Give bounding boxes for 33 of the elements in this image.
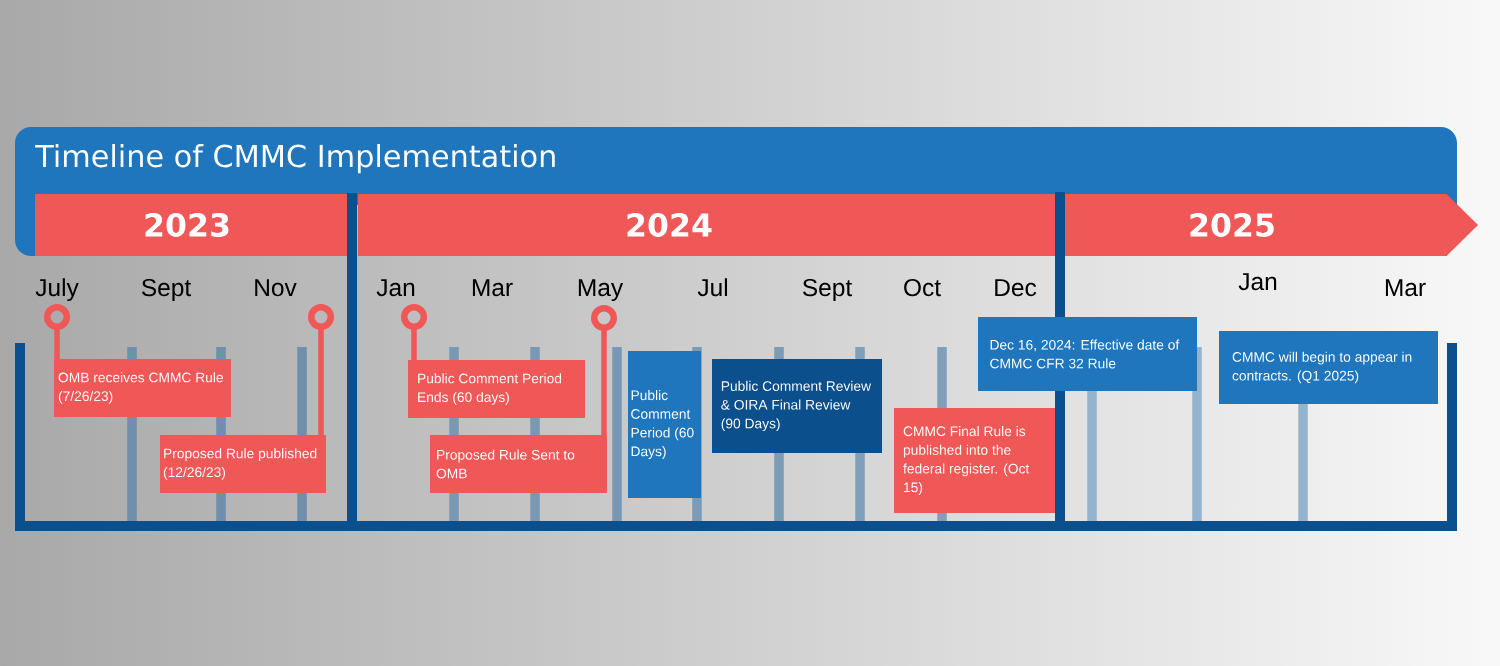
event-box: Proposed Rule published (12/26/23) bbox=[160, 435, 326, 493]
circle-marker bbox=[591, 305, 617, 331]
event-box: Dec 16, 2024: Effective date of CMMC CFR 32 Rule bbox=[978, 317, 1197, 391]
leader-line bbox=[601, 327, 607, 435]
month-label: Nov bbox=[255, 279, 297, 297]
event-box: Public Comment Review & OIRA Final Review (90 Days) bbox=[712, 359, 882, 453]
month-label: Jan bbox=[1238, 273, 1277, 291]
event-box: CMMC Final Rule is published into the federal register. (Oct 15) bbox=[894, 408, 1055, 513]
circle-marker bbox=[44, 304, 70, 330]
event-box: Proposed Rule Sent to OMB bbox=[430, 435, 607, 493]
month-label: Jan bbox=[376, 279, 415, 297]
month-label: July bbox=[35, 278, 79, 302]
month-label: Dec bbox=[995, 279, 1037, 297]
month-label: Sept bbox=[802, 278, 852, 302]
year-banner: 2024 bbox=[358, 194, 1055, 256]
event-box: OMB receives CMMC Rule (7/26/23) bbox=[54, 359, 231, 417]
month-label: May bbox=[578, 279, 624, 302]
leader-line bbox=[411, 326, 417, 360]
leader-line bbox=[54, 326, 60, 359]
event-box: Public Comment Period (60 Days) bbox=[628, 351, 701, 498]
month-label: Jul bbox=[697, 278, 727, 297]
event-box: Public Comment Period Ends (60 days) bbox=[408, 360, 585, 418]
month-label: Oct bbox=[904, 278, 941, 297]
circle-marker bbox=[401, 304, 427, 330]
title: Timeline of CMMC Implementation bbox=[35, 143, 555, 174]
event-box: CMMC will begin to appear in contracts. (Q1 2025) bbox=[1219, 331, 1438, 404]
leader-line bbox=[318, 326, 324, 435]
month-label: Mar bbox=[472, 279, 513, 297]
year-banner: 2025 bbox=[1065, 194, 1478, 256]
month-label: Sept bbox=[141, 278, 192, 302]
year-banner: 2023 bbox=[35, 194, 347, 256]
circle-marker bbox=[308, 304, 334, 330]
month-label: Mar bbox=[1385, 279, 1426, 297]
